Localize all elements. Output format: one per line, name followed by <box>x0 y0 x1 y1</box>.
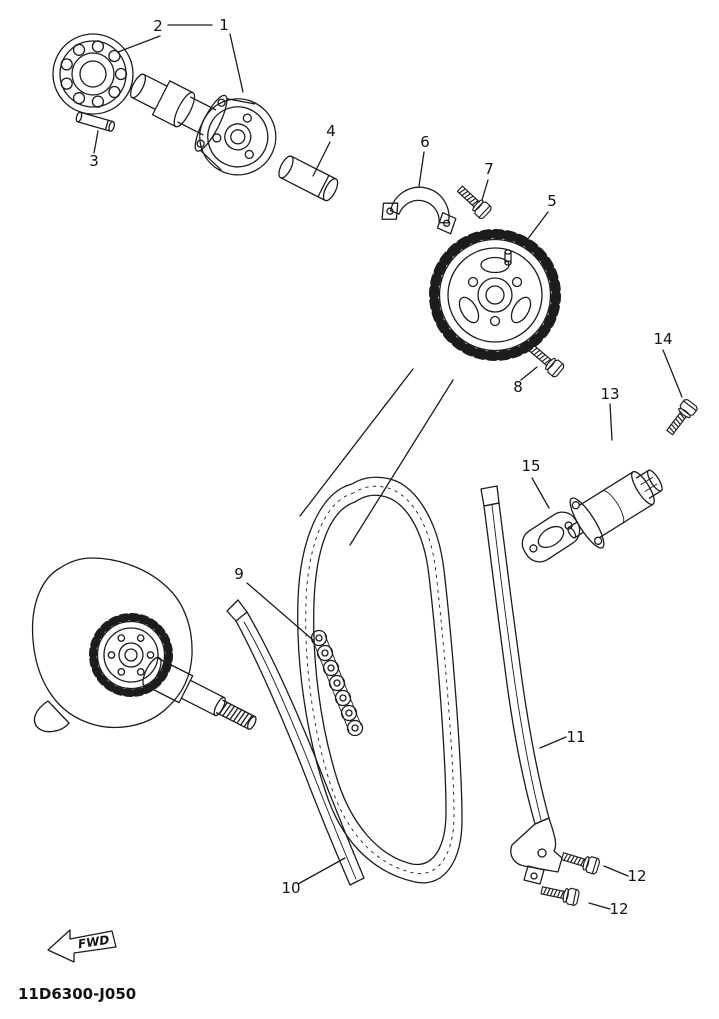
chain-guide-front-drawing <box>226 599 365 886</box>
bearing-drawing <box>52 33 134 115</box>
camshaft-drawing <box>129 73 277 176</box>
callout-12b: 12 <box>609 900 628 918</box>
callout-8: 8 <box>513 378 523 396</box>
diagram-code: 11D6300-J050 <box>18 985 136 1003</box>
callout-12a: 12 <box>627 867 646 885</box>
callout-7: 7 <box>484 160 494 178</box>
callout-4: 4 <box>326 122 336 140</box>
tensioner-drawing <box>567 469 663 549</box>
crankshaft-drawing <box>31 557 257 733</box>
bolt-12b-drawing <box>539 881 581 907</box>
fwd-label: FWD <box>77 933 110 952</box>
callout-5: 5 <box>547 192 557 210</box>
cam-sprocket-drawing <box>429 229 561 361</box>
bolt-7-drawing <box>453 182 494 221</box>
callout-14: 14 <box>653 330 672 348</box>
callout-3: 3 <box>89 152 99 170</box>
callout-15: 15 <box>521 457 540 475</box>
spacer-cylinder-drawing <box>278 155 339 202</box>
gasket-drawing <box>521 511 581 563</box>
callout-11: 11 <box>566 728 585 746</box>
callout-6: 6 <box>420 133 430 151</box>
bolt-8-drawing <box>525 341 566 379</box>
cam-chain-links-drawing <box>310 629 364 737</box>
callout-13: 13 <box>600 385 619 403</box>
callout-10: 10 <box>281 879 300 897</box>
retainer-guide-drawing <box>381 186 457 235</box>
diagram-line-art <box>31 24 683 963</box>
fwd-arrow-icon <box>47 929 117 963</box>
leader-lines <box>93 24 683 910</box>
dowel-pin-drawing <box>75 111 116 132</box>
callout-2: 2 <box>153 17 163 35</box>
callout-9: 9 <box>234 565 244 583</box>
callouts: 1 2 3 4 5 6 7 8 9 10 11 12 12 13 14 15 <box>89 16 672 918</box>
chain-run-lines <box>299 368 454 546</box>
callout-1: 1 <box>219 16 229 34</box>
cam-chain-loop-drawing <box>297 476 463 884</box>
bolt-12a-drawing <box>559 847 601 876</box>
bolt-14-drawing <box>662 397 699 438</box>
chain-guide-rear-drawing <box>480 485 563 885</box>
